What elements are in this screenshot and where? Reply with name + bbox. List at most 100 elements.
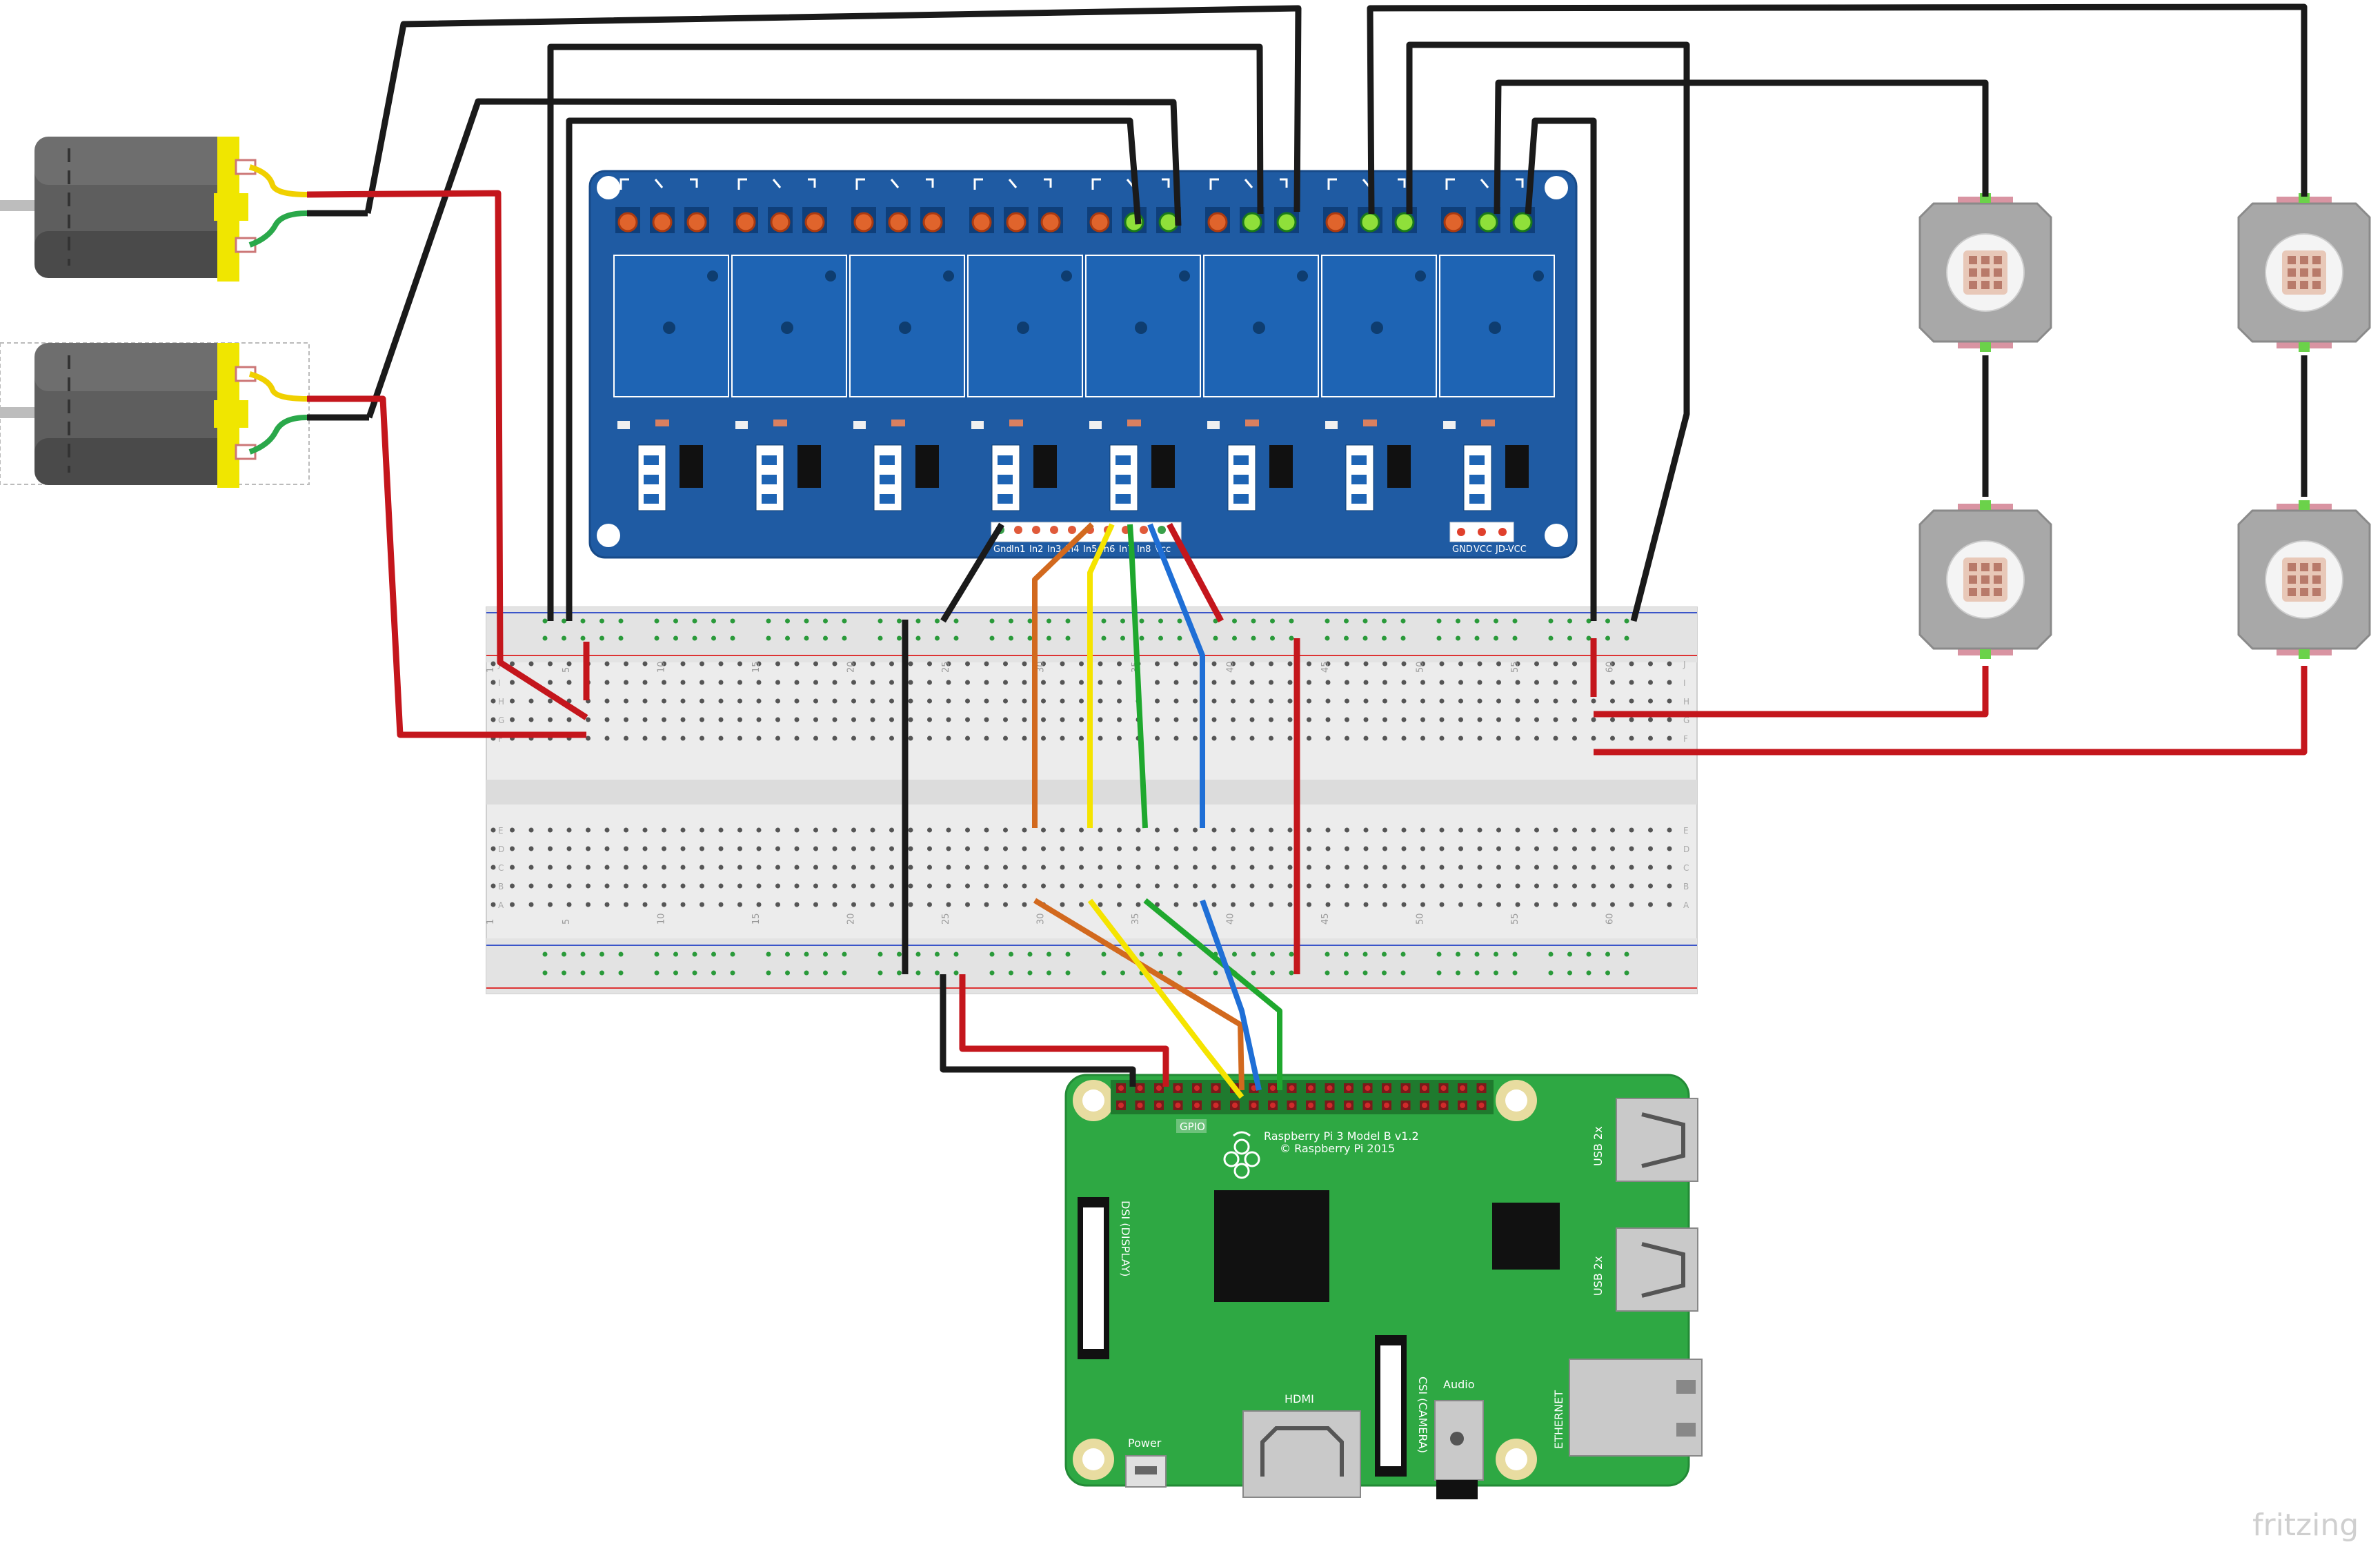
rail-hole[interactable] — [989, 970, 995, 976]
screw-terminal[interactable] — [617, 212, 638, 233]
breadboard-hole[interactable] — [1060, 902, 1065, 907]
breadboard-hole[interactable] — [1591, 717, 1596, 722]
rail-hole[interactable] — [599, 618, 604, 624]
breadboard-hole[interactable] — [1325, 883, 1331, 889]
breadboard-hole[interactable] — [1325, 827, 1331, 833]
breadboard-hole[interactable] — [1610, 698, 1615, 704]
breadboard-hole[interactable] — [718, 661, 724, 667]
breadboard-hole[interactable] — [1287, 698, 1293, 704]
breadboard-hole[interactable] — [1648, 865, 1653, 870]
breadboard-hole[interactable] — [1515, 902, 1520, 907]
breadboard-hole[interactable] — [984, 661, 989, 667]
breadboard-hole[interactable] — [946, 661, 951, 667]
breadboard-hole[interactable] — [624, 680, 628, 685]
breadboard-hole[interactable] — [1249, 865, 1255, 870]
rail-hole[interactable] — [897, 970, 902, 976]
breadboard-hole[interactable] — [1477, 717, 1482, 722]
breadboard-hole[interactable] — [1136, 865, 1141, 870]
breadboard-hole[interactable] — [1534, 698, 1539, 704]
breadboard-hole[interactable] — [1022, 698, 1027, 704]
breadboard-hole[interactable] — [1079, 827, 1084, 833]
breadboard-hole[interactable] — [851, 865, 856, 870]
rail-hole[interactable] — [1400, 970, 1406, 976]
breadboard-hole[interactable] — [624, 661, 628, 667]
breadboard-hole[interactable] — [1496, 736, 1501, 741]
breadboard-hole[interactable] — [1515, 736, 1520, 741]
breadboard-hole[interactable] — [1003, 698, 1008, 704]
breadboard-hole[interactable] — [1629, 865, 1634, 870]
breadboard-hole[interactable] — [870, 883, 875, 889]
breadboard-hole[interactable] — [1155, 717, 1160, 722]
breadboard-hole[interactable] — [927, 698, 932, 704]
rail-hole[interactable] — [1436, 970, 1442, 976]
breadboard-hole[interactable] — [548, 883, 553, 889]
breadboard-hole[interactable] — [1382, 865, 1387, 870]
breadboard-hole[interactable] — [1610, 902, 1615, 907]
breadboard-hole[interactable] — [1363, 717, 1369, 722]
breadboard-hole[interactable] — [680, 865, 686, 870]
breadboard-hole[interactable] — [1287, 865, 1293, 870]
breadboard-hole[interactable] — [1003, 717, 1008, 722]
breadboard-hole[interactable] — [908, 698, 913, 704]
breadboard-hole[interactable] — [1345, 680, 1349, 685]
breadboard-hole[interactable] — [1041, 883, 1046, 889]
breadboard-hole[interactable] — [1420, 902, 1425, 907]
breadboard-hole[interactable] — [1648, 736, 1653, 741]
rail-hole[interactable] — [1362, 970, 1368, 976]
rail-hole[interactable] — [953, 970, 959, 976]
breadboard-hole[interactable] — [1345, 736, 1349, 741]
breadboard-hole[interactable] — [1667, 698, 1672, 704]
screw-terminal[interactable] — [1242, 212, 1262, 233]
breadboard-hole[interactable] — [1211, 698, 1217, 704]
breadboard-hole[interactable] — [1287, 717, 1293, 722]
breadboard-hole[interactable] — [832, 827, 837, 833]
breadboard-hole[interactable] — [1117, 865, 1122, 870]
rail-hole[interactable] — [711, 635, 716, 641]
breadboard-hole[interactable] — [528, 827, 534, 833]
breadboard-hole[interactable] — [889, 827, 894, 833]
rail-hole[interactable] — [1139, 635, 1144, 641]
rail-hole[interactable] — [618, 970, 624, 976]
breadboard-hole[interactable] — [1420, 846, 1425, 851]
rail-hole[interactable] — [1400, 635, 1406, 641]
input-pin[interactable] — [1140, 526, 1148, 534]
breadboard-hole[interactable] — [1060, 698, 1065, 704]
breadboard-hole[interactable] — [1477, 827, 1482, 833]
breadboard-hole[interactable] — [870, 698, 875, 704]
rail-hole[interactable] — [730, 970, 735, 976]
breadboard-hole[interactable] — [700, 846, 704, 851]
breadboard-hole[interactable] — [737, 865, 742, 870]
rail-hole[interactable] — [1047, 970, 1051, 976]
breadboard-hole[interactable] — [1211, 736, 1217, 741]
breadboard-hole[interactable] — [604, 661, 610, 667]
breadboard-hole[interactable] — [1648, 698, 1653, 704]
breadboard-hole[interactable] — [1325, 865, 1331, 870]
breadboard-hole[interactable] — [965, 827, 970, 833]
breadboard-hole[interactable] — [1572, 698, 1577, 704]
breadboard-hole[interactable] — [510, 827, 515, 833]
breadboard-hole[interactable] — [1231, 865, 1236, 870]
rail-hole[interactable] — [1586, 635, 1591, 641]
rail-hole[interactable] — [1567, 951, 1572, 957]
rail-hole[interactable] — [1009, 970, 1013, 976]
breadboard-hole[interactable] — [1022, 902, 1027, 907]
breadboard-hole[interactable] — [1269, 736, 1273, 741]
screw-terminal[interactable] — [1360, 212, 1380, 233]
breadboard-hole[interactable] — [1382, 736, 1387, 741]
breadboard-hole[interactable] — [510, 717, 515, 722]
breadboard-hole[interactable] — [1477, 661, 1482, 667]
breadboard-hole[interactable] — [1307, 661, 1311, 667]
breadboard-hole[interactable] — [927, 736, 932, 741]
breadboard-hole[interactable] — [528, 661, 534, 667]
screw-terminal[interactable] — [1394, 212, 1415, 233]
breadboard-hole[interactable] — [1553, 865, 1558, 870]
breadboard-hole[interactable] — [889, 846, 894, 851]
breadboard-hole[interactable] — [1648, 680, 1653, 685]
breadboard-hole[interactable] — [851, 736, 856, 741]
breadboard-hole[interactable] — [718, 846, 724, 851]
breadboard-hole[interactable] — [813, 865, 818, 870]
breadboard-hole[interactable] — [1249, 902, 1255, 907]
breadboard-hole[interactable] — [700, 883, 704, 889]
breadboard-hole[interactable] — [1534, 827, 1539, 833]
rail-hole[interactable] — [1382, 635, 1387, 641]
